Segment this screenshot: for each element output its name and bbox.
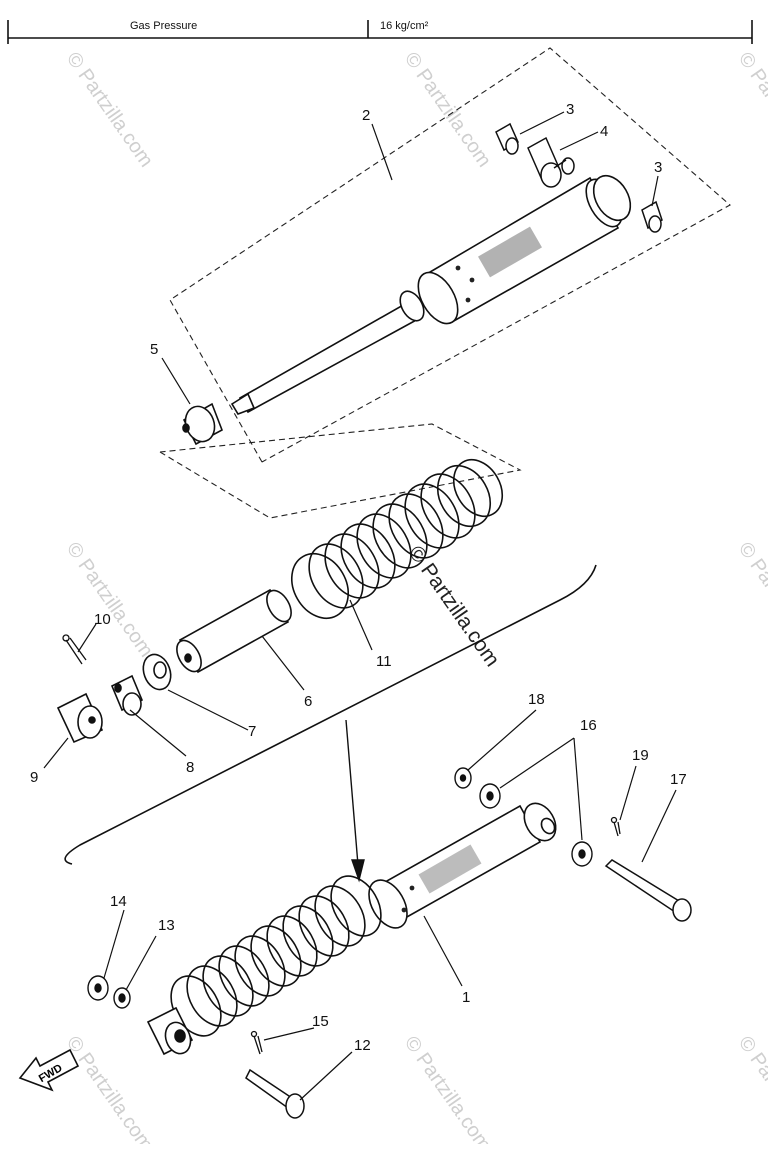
callout-13: 13 (158, 917, 175, 934)
watermark-text: © Partzilla.com (62, 1032, 157, 1144)
callout-1: 1 (462, 989, 470, 1006)
watermark-text: © Partzilla.com (734, 538, 768, 661)
bush-upper (495, 122, 519, 155)
gas-pressure-label: Gas Pressure (130, 20, 198, 32)
callout-15: 15 (312, 1013, 329, 1030)
callout-2: 2 (362, 107, 370, 124)
fwd-arrow: FWD (18, 1048, 80, 1092)
spring-seat (142, 653, 172, 691)
callout-3: 3 (566, 101, 574, 118)
rear-shock-assembly (146, 802, 557, 1056)
pin-17 (604, 859, 692, 922)
watermark-text: © Partzilla.com (734, 48, 768, 171)
bush-16b (571, 841, 593, 867)
spring-coils (290, 458, 504, 619)
watermark-text: © Partzilla.com (62, 48, 157, 171)
dashed-assembly-outline (159, 47, 731, 519)
cotter-pin-19 (610, 816, 621, 837)
cotter-pin-15 (250, 1030, 263, 1055)
callout-9: 9 (30, 769, 38, 786)
callout-8: 8 (186, 759, 194, 776)
callout-19: 19 (632, 747, 649, 764)
nut-14 (87, 975, 109, 1001)
bolt-12 (245, 1068, 305, 1119)
spring-guide (110, 674, 144, 716)
adjuster-cam (56, 692, 104, 744)
callout-18: 18 (528, 691, 545, 708)
assembly-arrow (345, 719, 365, 883)
watermark-center: © Partzilla.com (404, 542, 504, 671)
header-rule (7, 20, 753, 44)
callout-5: 5 (150, 341, 158, 358)
callout-16: 16 (580, 717, 597, 734)
bush-16a (479, 783, 501, 809)
callout-14: 14 (110, 893, 127, 910)
callout-17: 17 (670, 771, 687, 788)
callout-4: 4 (600, 123, 608, 140)
callout-10: 10 (94, 611, 111, 628)
watermark-text: © Partzilla.com (734, 1032, 768, 1144)
callout-3: 3 (654, 159, 662, 176)
leader-lines (43, 111, 677, 1101)
subassembly-bracket (64, 564, 597, 865)
bush-right (641, 200, 663, 233)
watermarks: © Partzilla.com © Partzilla.com © Partzi… (62, 48, 768, 1149)
collar-part (527, 136, 575, 188)
washer-18 (454, 767, 472, 789)
gas-damper-unit (230, 174, 632, 415)
callout-6: 6 (304, 693, 312, 710)
cotter-pin (62, 634, 87, 665)
watermark-text: © Partzilla.com (400, 1032, 495, 1144)
callout-7: 7 (248, 723, 256, 740)
callout-12: 12 (354, 1037, 371, 1054)
washer-13 (113, 987, 131, 1009)
watermark-text: © Partzilla.com (400, 48, 495, 171)
bump-stopper (182, 402, 223, 446)
watermark-text: © Partzilla.com (62, 538, 157, 661)
callout-11: 11 (376, 653, 392, 670)
dust-cover-tube (176, 588, 292, 674)
gas-pressure-value: 16 kg/cm² (380, 20, 429, 32)
callout-labels: 2 3 4 3 5 6 7 8 9 10 11 18 16 19 17 1 14… (30, 101, 687, 1054)
